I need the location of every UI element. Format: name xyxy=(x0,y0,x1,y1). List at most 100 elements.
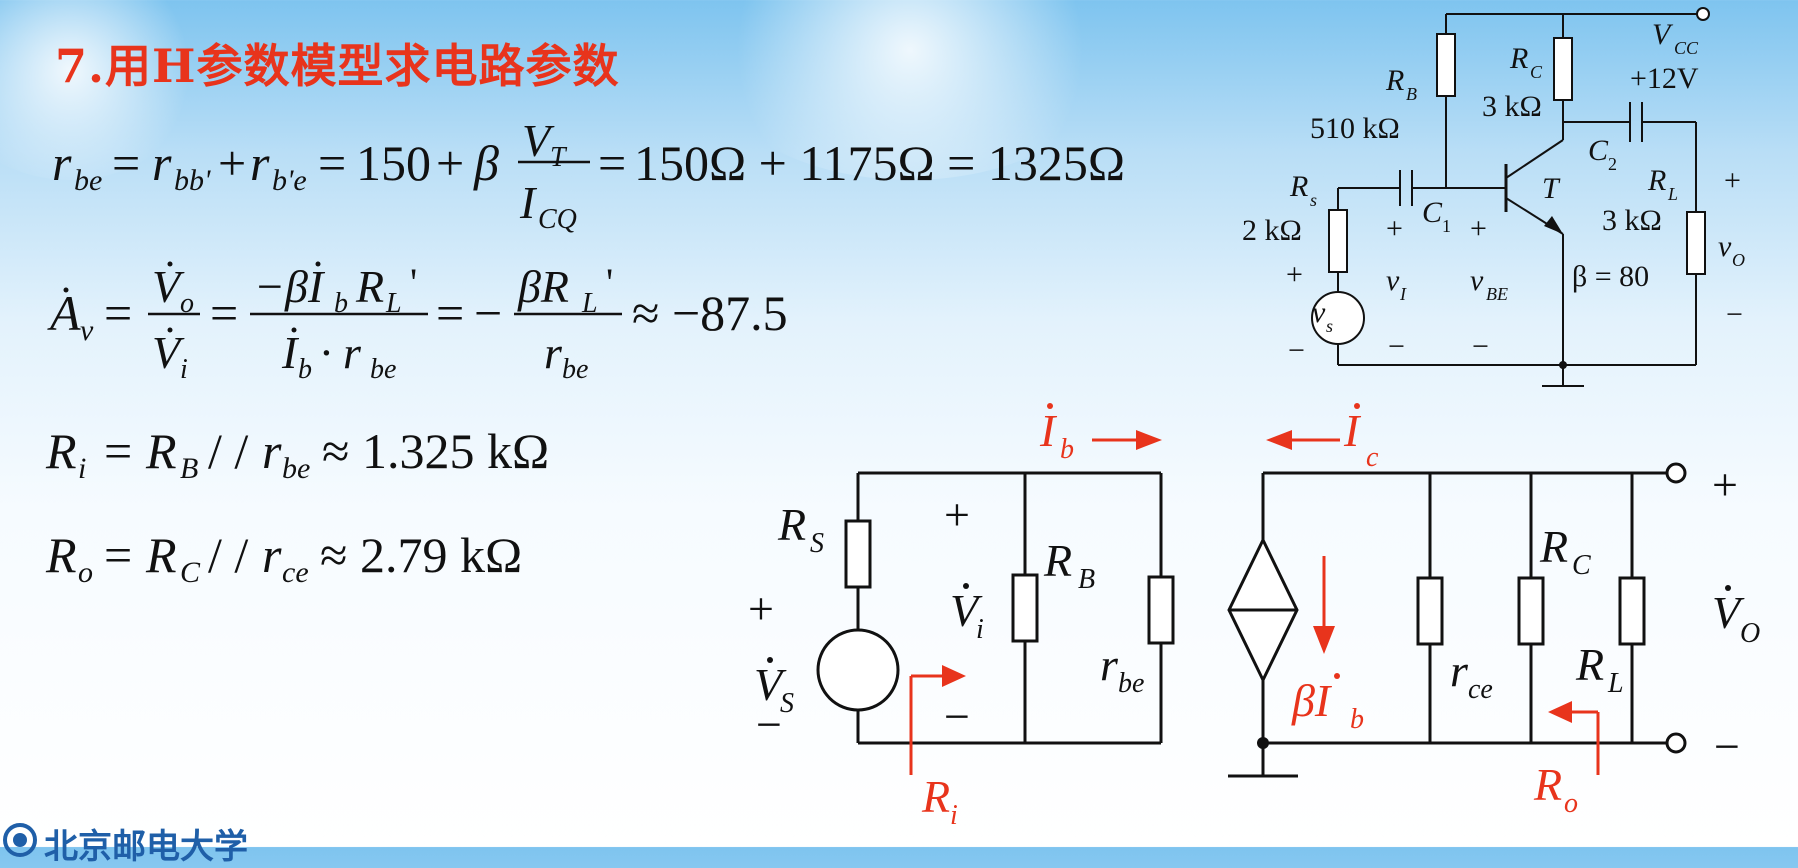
rbe-frac-num-sub: T xyxy=(550,142,568,173)
rbe-150: 150 xyxy=(356,135,431,191)
ro-lhs: R xyxy=(45,527,77,583)
minus-sign: − xyxy=(1726,298,1743,331)
vo-label: v xyxy=(1718,230,1732,263)
ro-b: r xyxy=(262,527,282,583)
ri-result: ≈ 1.325 kΩ xyxy=(322,423,549,479)
amp-labels: V CC +12V R B 510 kΩ R C 3 kΩ R s 2 kΩ R… xyxy=(1242,18,1745,367)
equation-ro: R o = R C / / r ce ≈ 2.79 kΩ xyxy=(45,527,522,589)
ro-a-sub: C xyxy=(180,556,201,589)
av-f2-num-b: R xyxy=(355,261,384,312)
rbe-lhs: r xyxy=(52,135,72,191)
rbe-lhs-sub: be xyxy=(74,164,102,197)
c1-sub: 1 xyxy=(1442,216,1451,236)
h-model-labels: I b I c βI b R i R o R S R B r be r ce R… xyxy=(748,403,1760,831)
source-label: βI xyxy=(1291,675,1333,726)
rs-sub: s xyxy=(1310,190,1317,210)
dot-mark xyxy=(1725,585,1731,591)
av-f2-den-a: I xyxy=(281,327,300,378)
av-result: ≈ −87.5 xyxy=(632,285,788,341)
emitter-arrow-icon xyxy=(1544,216,1563,234)
h-model-wires xyxy=(816,462,1687,778)
rl-sub: L xyxy=(1607,668,1624,699)
dot-mark xyxy=(963,583,969,589)
av-f3-prime: ' xyxy=(606,260,613,305)
rbe-beta: β xyxy=(473,135,499,191)
slide-title: 7.用H参数模型求电路参数 xyxy=(55,39,620,93)
source-sub: b xyxy=(1350,704,1364,735)
rc-value: 3 kΩ xyxy=(1482,90,1542,123)
ro-lhs-sub: o xyxy=(78,556,93,589)
plus-sign: + xyxy=(1286,258,1303,291)
vcc-value: +12V xyxy=(1630,62,1699,95)
rce-label: r xyxy=(1450,645,1469,696)
ri-b-sub: be xyxy=(282,452,310,485)
rbe-frac-den-sub: CQ xyxy=(538,204,577,235)
rs-label: R xyxy=(1289,170,1308,203)
ri-lhs: R xyxy=(45,423,77,479)
annotation-arrows xyxy=(909,438,1600,775)
parallel-sign: / / xyxy=(208,527,248,583)
equals-sign: = xyxy=(318,135,346,191)
minus-sign: − xyxy=(1288,334,1305,367)
rbe-term2: r xyxy=(250,135,270,191)
plus-sign: + xyxy=(944,489,970,540)
dot-mark xyxy=(167,327,173,333)
av-f1-num-sub: o xyxy=(180,288,194,319)
arrow-left-icon xyxy=(1266,430,1292,450)
ri-lhs-sub: i xyxy=(78,452,86,485)
rb-label: R xyxy=(1385,64,1404,97)
rb-sub: B xyxy=(1406,84,1417,104)
equals-sign: = xyxy=(104,423,132,479)
vcc-sub: CC xyxy=(1674,38,1699,58)
arrow-left-icon xyxy=(1548,701,1572,723)
av-f3-den-sub: be xyxy=(562,354,588,385)
vs-label: V xyxy=(754,659,787,710)
av-f1-den: V xyxy=(152,327,185,378)
vi-sub: I xyxy=(1399,284,1407,304)
arrow-right-icon xyxy=(942,665,966,687)
equals-sign: = xyxy=(104,527,132,583)
ri-sub: i xyxy=(950,800,958,831)
transistor-label: T xyxy=(1542,172,1561,205)
rs-sub: S xyxy=(810,528,824,559)
plus-sign: + xyxy=(1386,212,1403,245)
rs-value: 2 kΩ xyxy=(1242,214,1302,247)
ri-a-sub: B xyxy=(180,452,198,485)
dot-mark xyxy=(1354,403,1360,409)
av-f2-num-a-sub: b xyxy=(334,288,348,319)
arrow-down-icon xyxy=(1313,626,1335,654)
av-lhs: A xyxy=(47,285,81,341)
av-f2-den-a-sub: b xyxy=(298,354,312,385)
ri-label: R xyxy=(921,771,950,822)
vbe-label: v xyxy=(1470,264,1484,297)
junction-dot xyxy=(1559,361,1567,369)
junction-dot xyxy=(1257,737,1269,749)
vs-label: v xyxy=(1312,296,1326,329)
parallel-sign: / / xyxy=(208,423,248,479)
minus-sign: − xyxy=(1472,330,1489,363)
equals-sign: = xyxy=(598,135,626,191)
ri-a: R xyxy=(145,423,177,479)
university-logo: 北京邮电大学 xyxy=(0,822,248,867)
logo-emblem-icon xyxy=(3,822,37,857)
equations-panel: r be = r bb' + r b'e = 150 + β V T I CQ … xyxy=(45,115,1125,589)
vbe-sub: BE xyxy=(1486,284,1508,304)
rbe-result: 150Ω + 1175Ω = 1325Ω xyxy=(634,135,1125,191)
rbe-frac-num: V xyxy=(522,115,555,166)
c2-sub: 2 xyxy=(1608,154,1617,174)
rbe-frac-den: I xyxy=(519,177,538,228)
rc-sub: C xyxy=(1572,550,1591,581)
ib-label: I xyxy=(1039,405,1058,456)
equation-rbe: r be = r bb' + r b'e = 150 + β V T I CQ … xyxy=(52,115,1125,235)
dot-mark xyxy=(63,287,69,293)
minus-sign: − xyxy=(1714,721,1740,772)
logo-text: 北京邮电大学 xyxy=(44,827,248,867)
equals-sign: = xyxy=(210,285,238,341)
av-f1-num: V xyxy=(152,261,185,312)
av-f2-prime: ' xyxy=(410,260,417,305)
equals-sign: = xyxy=(436,285,464,341)
rc-label: R xyxy=(1509,42,1528,75)
vi-label: V xyxy=(950,585,983,636)
plus-sign: + xyxy=(1470,212,1487,245)
av-f3-den: r xyxy=(544,327,563,378)
